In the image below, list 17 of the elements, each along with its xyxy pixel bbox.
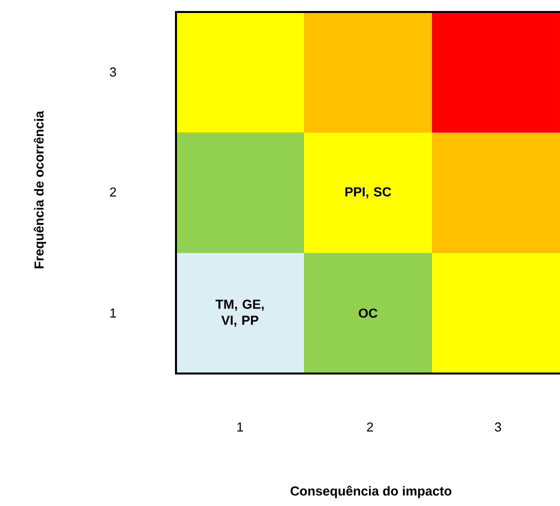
risk-cell: OC	[304, 252, 432, 374]
risk-cell	[304, 12, 432, 132]
axis-title: Frequência de ocorrência	[34, 110, 46, 268]
risk-cell	[432, 252, 560, 374]
risk-cell: PPI, SC	[304, 132, 432, 254]
axis-title: Consequência do impacto	[290, 486, 452, 498]
risk-cell	[432, 12, 560, 132]
tick-label: 3	[494, 422, 502, 432]
tick-label: 2	[110, 187, 116, 197]
tick-label: 1	[110, 308, 116, 318]
tick-label: 3	[110, 67, 116, 77]
risk-cell	[176, 132, 304, 254]
risk-cell	[432, 132, 560, 254]
tick-label: 2	[367, 422, 373, 432]
tick-label: 1	[237, 422, 243, 432]
risk-cell: TM, GE, VI, PP	[176, 252, 304, 374]
risk-cell	[176, 12, 304, 132]
